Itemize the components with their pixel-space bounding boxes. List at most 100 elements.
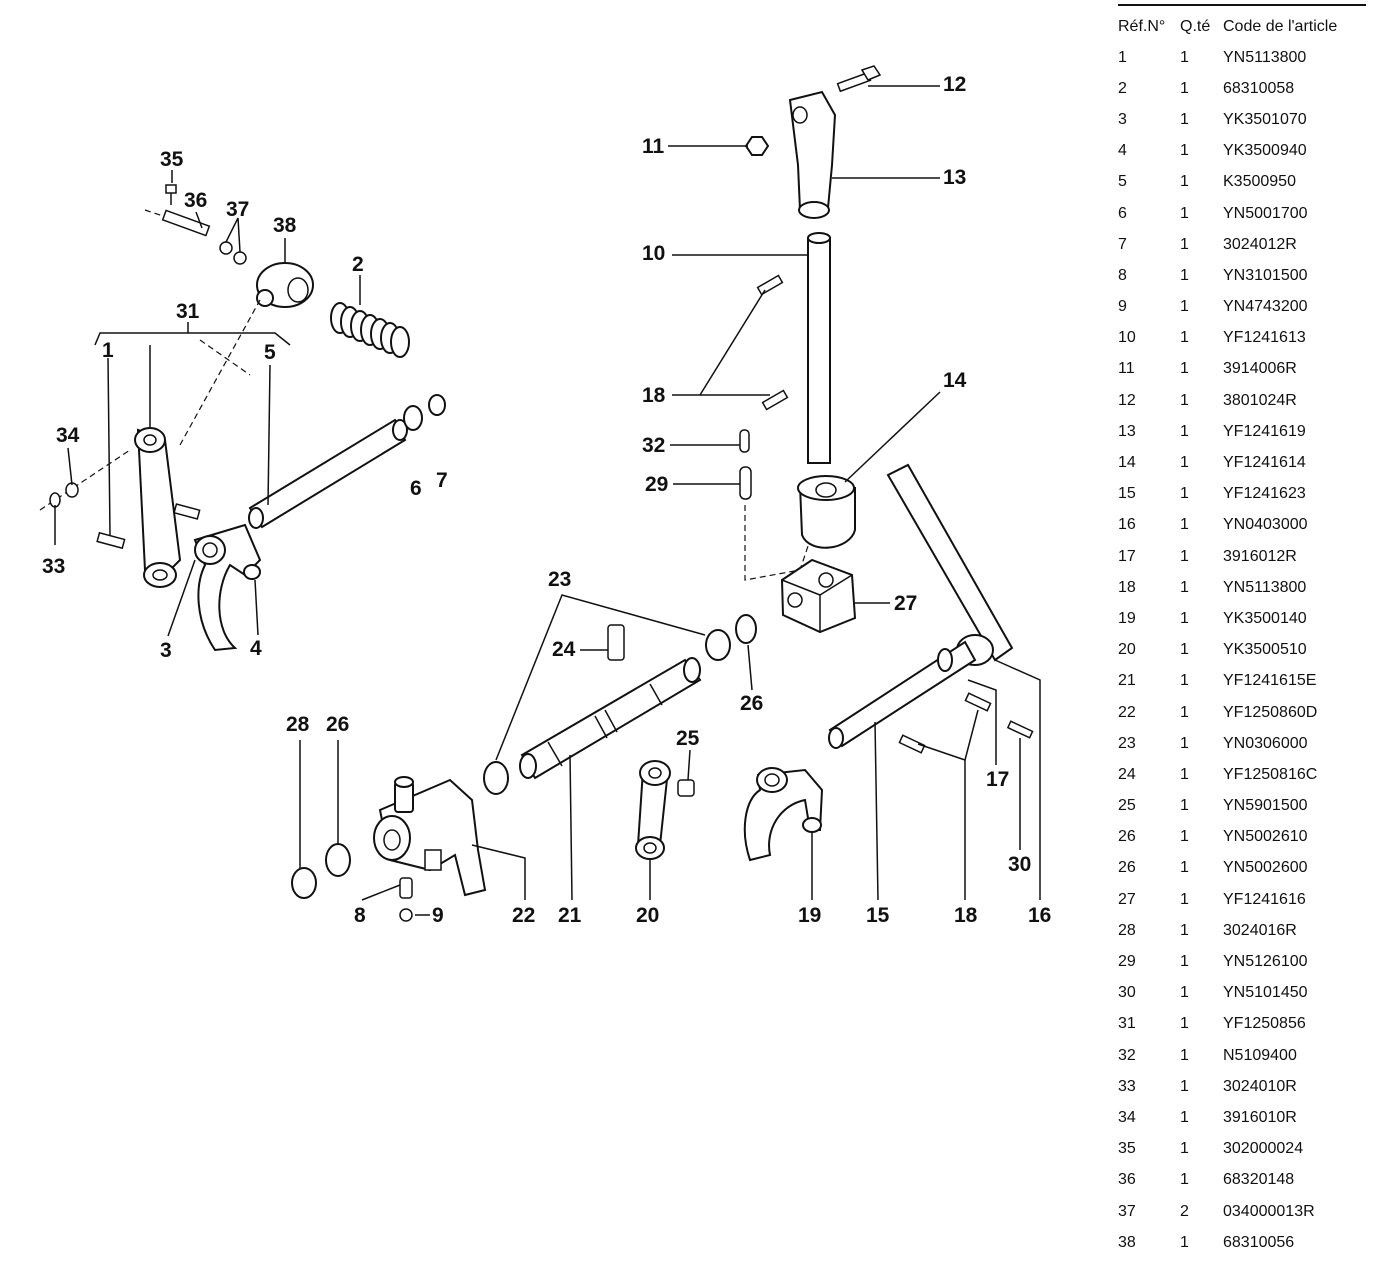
cell-code: YF1250816C	[1223, 765, 1318, 783]
part-36-pin	[144, 209, 211, 237]
cell-qty: 1	[1180, 329, 1189, 347]
callout-21: 21	[558, 904, 582, 927]
cell-qty: 1	[1180, 1233, 1189, 1251]
cell-code: 3024010R	[1223, 1077, 1297, 1095]
callout-34: 34	[56, 424, 80, 447]
cell-code: YN5113800	[1223, 578, 1307, 596]
cell-ref: 20	[1118, 641, 1136, 659]
part-30-pin	[1006, 720, 1034, 739]
callout-24: 24	[552, 638, 576, 661]
cell-code: 3024016R	[1223, 921, 1297, 939]
cell-qty: 1	[1180, 953, 1189, 971]
cell-code: YN5001700	[1223, 204, 1308, 222]
cell-code: YF1241613	[1223, 329, 1306, 347]
callout-17: 17	[986, 768, 1009, 791]
part-18-pins-upper	[756, 274, 789, 411]
part-23-washers	[483, 629, 731, 795]
callout-5: 5	[264, 341, 276, 364]
part-35-bolt	[165, 184, 177, 205]
table-row: 27 1 YF1241616	[1118, 884, 1366, 915]
cell-ref: 13	[1118, 422, 1136, 440]
cell-ref: 6	[1118, 204, 1127, 222]
parts-table-header: Réf.N° Q.té Code de l'article	[1118, 12, 1366, 42]
cell-ref: 14	[1118, 454, 1136, 472]
cell-qty: 1	[1180, 609, 1189, 627]
cell-qty: 1	[1180, 641, 1189, 659]
callout-37: 37	[226, 198, 249, 221]
cell-code: YF1250860D	[1223, 703, 1318, 721]
cell-ref: 23	[1118, 734, 1136, 752]
cell-ref: 31	[1118, 1015, 1136, 1033]
cell-qty: 1	[1180, 578, 1189, 596]
cell-qty: 1	[1180, 142, 1189, 160]
header-code: Code de l'article	[1223, 18, 1338, 35]
cell-ref: 11	[1118, 360, 1135, 378]
part-38-collar	[256, 262, 314, 308]
cell-code: YF1241616	[1223, 890, 1306, 908]
cell-qty: 1	[1180, 890, 1189, 908]
callout-8: 8	[354, 904, 366, 927]
part-18-pins-lower	[898, 692, 992, 754]
cell-qty: 1	[1180, 516, 1189, 534]
cell-qty: 1	[1180, 485, 1189, 503]
part-27-block	[780, 558, 857, 634]
callout-14: 14	[943, 369, 967, 392]
cell-qty: 1	[1180, 48, 1189, 66]
cell-qty: 1	[1180, 734, 1189, 752]
callout-1: 1	[102, 339, 114, 362]
cell-ref: 19	[1118, 609, 1136, 627]
part-10-rod	[807, 232, 831, 464]
cell-ref: 26	[1118, 828, 1136, 846]
cell-code: YN5002600	[1223, 859, 1308, 877]
callout-19: 19	[798, 904, 821, 927]
cell-qty: 1	[1180, 110, 1189, 128]
cell-ref: 16	[1118, 516, 1136, 534]
callout-13: 13	[943, 166, 966, 189]
cell-code: 68310058	[1223, 79, 1295, 97]
cell-ref: 33	[1118, 1077, 1136, 1095]
cell-code: 3914006R	[1223, 360, 1297, 378]
cell-qty: 1	[1180, 204, 1189, 222]
callout-20: 20	[636, 904, 659, 927]
callout-32: 32	[642, 434, 665, 457]
cell-code: 68320148	[1223, 1171, 1295, 1189]
cell-code: YK3501070	[1223, 110, 1307, 128]
cell-code: 3916010R	[1223, 1108, 1297, 1126]
cell-ref: 27	[1118, 890, 1136, 908]
cell-ref: 24	[1118, 765, 1136, 783]
header-qty: Q.té	[1180, 18, 1211, 35]
cell-code: YN3101500	[1223, 266, 1308, 284]
cell-ref: 30	[1118, 984, 1136, 1002]
cell-code: YN5002610	[1223, 828, 1308, 846]
cell-ref: 7	[1118, 235, 1127, 253]
cell-qty: 1	[1180, 828, 1189, 846]
cell-qty: 1	[1180, 921, 1189, 939]
callout-23: 23	[548, 568, 571, 591]
cell-ref: 21	[1118, 672, 1136, 690]
cell-qty: 1	[1180, 672, 1189, 690]
cell-qty: 1	[1180, 391, 1189, 409]
cell-qty: 1	[1180, 1140, 1189, 1158]
cell-qty: 1	[1180, 454, 1189, 472]
cell-code: YN5126100	[1223, 953, 1308, 971]
cell-ref: 25	[1118, 797, 1136, 815]
callout-31: 31	[176, 300, 200, 323]
part-22-selector	[373, 776, 487, 897]
cell-qty: 2	[1180, 1202, 1189, 1220]
part-2-spring	[330, 302, 410, 358]
part-26-rings	[325, 614, 757, 877]
